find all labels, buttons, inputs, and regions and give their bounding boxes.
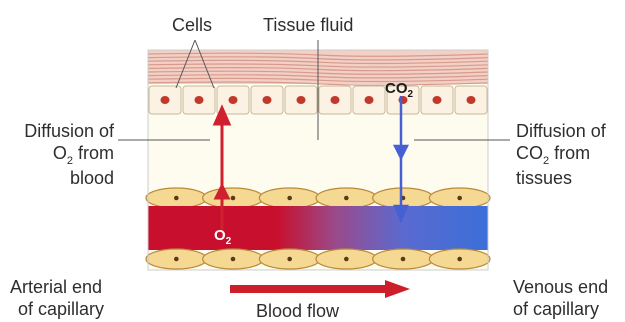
endothelial-cell bbox=[429, 249, 490, 269]
nucleus bbox=[195, 96, 204, 104]
endothelial-cell bbox=[203, 188, 264, 208]
nucleus bbox=[331, 96, 340, 104]
tissue-cell bbox=[353, 86, 385, 114]
nucleus bbox=[457, 257, 462, 262]
blood-flow-arrow bbox=[230, 280, 410, 298]
nucleus bbox=[287, 257, 292, 262]
endothelial-cell bbox=[259, 249, 320, 269]
blood-flow-label: Blood flow bbox=[256, 300, 339, 322]
blood-in-capillary bbox=[148, 206, 488, 250]
endothelial-cell bbox=[203, 249, 264, 269]
endothelial-cell bbox=[146, 249, 207, 269]
nucleus bbox=[229, 96, 238, 104]
nucleus bbox=[231, 196, 236, 201]
tissue-cell bbox=[285, 86, 317, 114]
endothelial-cell bbox=[316, 188, 377, 208]
nucleus bbox=[467, 96, 476, 104]
tissue-cell bbox=[455, 86, 487, 114]
endothelial-cell bbox=[146, 188, 207, 208]
tissue-cell bbox=[421, 86, 453, 114]
nucleus bbox=[231, 257, 236, 262]
nucleus bbox=[433, 96, 442, 104]
nucleus bbox=[401, 257, 406, 262]
nucleus bbox=[457, 196, 462, 201]
tissue-fluid-label: Tissue fluid bbox=[263, 14, 353, 36]
nucleus bbox=[365, 96, 374, 104]
diffusion-o2-label: Diffusion of O2 from blood bbox=[0, 120, 114, 189]
nucleus bbox=[344, 196, 349, 201]
endothelial-cell bbox=[316, 249, 377, 269]
nucleus bbox=[344, 257, 349, 262]
nucleus bbox=[287, 196, 292, 201]
venous-end-label: Venous end of capillary bbox=[513, 276, 625, 320]
nucleus bbox=[174, 196, 179, 201]
tissue-cell bbox=[183, 86, 215, 114]
tissue-cell bbox=[251, 86, 283, 114]
endothelial-cell bbox=[429, 188, 490, 208]
nucleus bbox=[161, 96, 170, 104]
nucleus bbox=[263, 96, 272, 104]
endothelial-cell bbox=[259, 188, 320, 208]
nucleus bbox=[297, 96, 306, 104]
tissue-cell bbox=[319, 86, 351, 114]
tissue-cell bbox=[149, 86, 181, 114]
arterial-end-label: Arterial end of capillary bbox=[10, 276, 104, 320]
diffusion-co2-label: Diffusion of CO2 from tissues bbox=[516, 120, 625, 189]
cells-label: Cells bbox=[172, 14, 212, 36]
nucleus bbox=[174, 257, 179, 262]
endothelial-cell bbox=[373, 249, 434, 269]
